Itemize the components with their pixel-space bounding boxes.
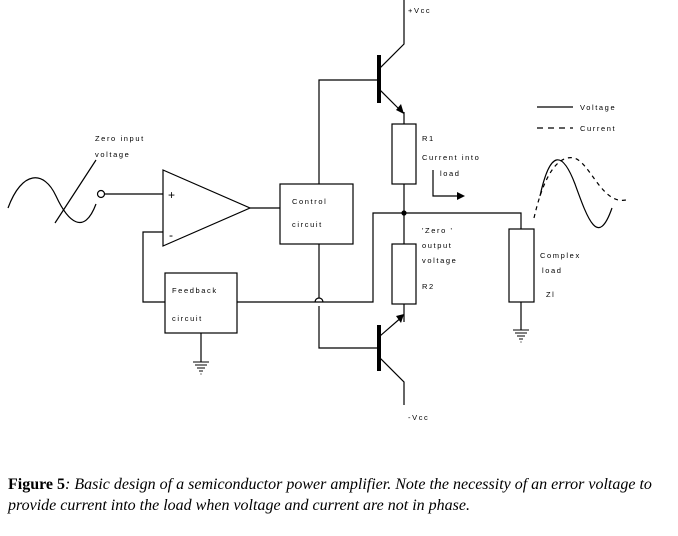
top-emitter-arrowhead [396,104,404,114]
caption-text: : Basic design of a semiconductor power … [8,476,652,514]
output-voltage-wave [539,159,613,229]
feedback-node-wire [237,212,404,303]
lower-base-wire-b [318,306,379,349]
r2-resistor [391,243,417,305]
current-arrowhead [457,192,465,200]
vcc-positive-label: +Vcc [408,6,431,15]
complex-load-box [508,228,535,303]
input-sine-wave [7,177,97,224]
bottom-transistor-collector [379,357,405,405]
zl-label: Zl [546,290,555,299]
central-node-dot [401,210,407,216]
legend-current-label: Current [580,124,616,133]
zero-input-label-line1: Zero input [95,134,145,143]
r1-resistor [391,123,417,185]
control-circuit-label-line1: Control [292,197,327,206]
zero-output-label-line1: 'Zero ' [422,226,454,235]
r1-label: R1 [422,134,435,143]
control-circuit-box [279,183,354,245]
complex-load-label-line2: load [542,266,563,275]
current-arrow-line [432,170,462,197]
input-slash [54,159,97,224]
node-to-load-wire [404,212,522,229]
zero-input-label-line2: voltage [95,150,130,159]
bottom-emitter-arrowhead [396,314,404,323]
upper-base-wire [318,79,379,184]
current-into-load-label-line1: Current into [422,153,480,162]
zero-output-label-line2: output [422,241,452,250]
feedback-circuit-box [164,272,238,334]
figure-caption: Figure 5: Basic design of a semiconducto… [8,474,672,516]
feedback-circuit-label-line1: Feedback [172,286,218,295]
control-circuit-label-line2: circuit [292,220,323,229]
current-into-load-label-line2: load [440,169,461,178]
opamp-plus-sign: + [168,188,175,202]
top-transistor-collector [379,0,405,69]
inverting-input-wire [142,231,165,303]
op-amp-triangle [162,169,252,247]
feedback-ground-symbol [193,361,209,375]
vcc-negative-label: -Vcc [408,413,429,422]
opamp-minus-sign: - [169,228,173,242]
load-ground-symbol [513,329,529,343]
wire-crossing-hop [314,297,324,303]
figure-label: Figure 5 [8,476,66,493]
amplifier-circuit-diagram: +Vcc -Vcc Zero input voltage + - Control… [7,0,627,422]
feedback-circuit-label-line2: circuit [172,314,203,323]
complex-load-label-line1: Complex [540,251,581,260]
zero-output-label-line3: voltage [422,256,457,265]
input-terminal [96,189,106,199]
legend-voltage-label: Voltage [580,103,616,112]
r2-label: R2 [422,282,435,291]
